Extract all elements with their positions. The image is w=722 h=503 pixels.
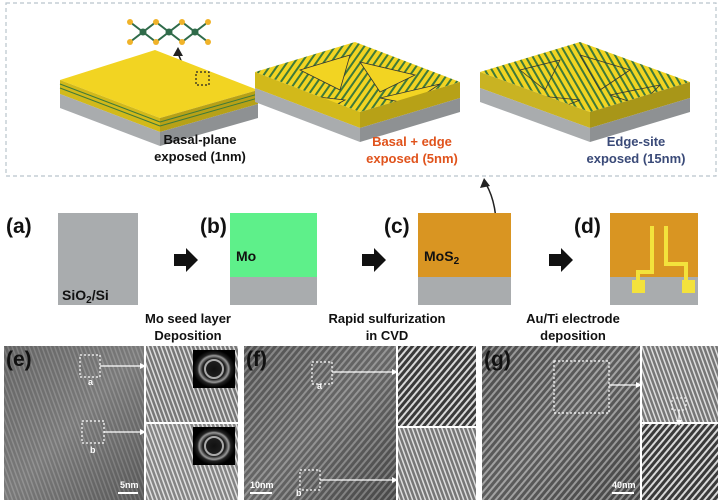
tem-panel-f xyxy=(244,346,476,500)
mixed-label-line1: Basal + edge xyxy=(372,134,452,149)
arrow-1-icon xyxy=(174,248,198,272)
basal-plane-slab xyxy=(59,50,259,146)
arrow-3-icon xyxy=(549,248,573,272)
electrode-icon xyxy=(632,226,695,293)
mo-layer xyxy=(230,213,317,277)
panel-g-label: (g) xyxy=(484,348,511,371)
substrate-a-text: SiO2/Si xyxy=(62,287,109,306)
tem-panel-g xyxy=(482,346,718,500)
panel-a-label: (a) xyxy=(6,215,32,238)
step1-line2: Deposition xyxy=(154,328,221,343)
roi-e-b: b xyxy=(90,445,96,455)
mos2-layer-text: MoS2 xyxy=(424,248,460,267)
substrate-a xyxy=(58,213,138,305)
panel-e-label: (e) xyxy=(6,348,32,371)
step2-line2: in CVD xyxy=(366,328,409,343)
mixed-slab xyxy=(255,42,460,142)
mo-layer-text: Mo xyxy=(236,248,256,264)
tem-panel-e xyxy=(4,346,238,500)
roi-f-b: b xyxy=(296,488,302,498)
basal-label-line2: exposed (1nm) xyxy=(154,149,246,164)
scale-g: 40nm xyxy=(612,480,636,490)
scale-e: 5nm xyxy=(120,480,139,490)
step2-line1: Rapid sulfurization xyxy=(329,311,446,326)
panel-c-label: (c) xyxy=(384,215,410,238)
step3-line1: Au/Ti electrode xyxy=(526,311,620,326)
mixed-label-line2: exposed (5nm) xyxy=(366,151,458,166)
mos2-molecule-icon xyxy=(127,19,211,83)
basal-label-line1: Basal-plane xyxy=(164,132,237,147)
roi-e-a: a xyxy=(88,377,94,387)
substrate-c xyxy=(418,277,511,305)
substrate-b xyxy=(230,277,317,305)
edge-slab xyxy=(480,42,690,142)
arrow-2-icon xyxy=(362,248,386,272)
mos2-layer xyxy=(418,213,511,277)
panel-b-label: (b) xyxy=(200,215,227,238)
edge-label-line2: exposed (15nm) xyxy=(587,151,686,166)
step3-line2: deposition xyxy=(540,328,606,343)
panel-f-label: (f) xyxy=(246,348,267,371)
scale-f: 10nm xyxy=(250,480,274,490)
edge-label-line1: Edge-site xyxy=(607,134,666,149)
roi-f-a: a xyxy=(317,381,323,391)
panel-d-label: (d) xyxy=(574,215,601,238)
step1-line1: Mo seed layer xyxy=(145,311,231,326)
